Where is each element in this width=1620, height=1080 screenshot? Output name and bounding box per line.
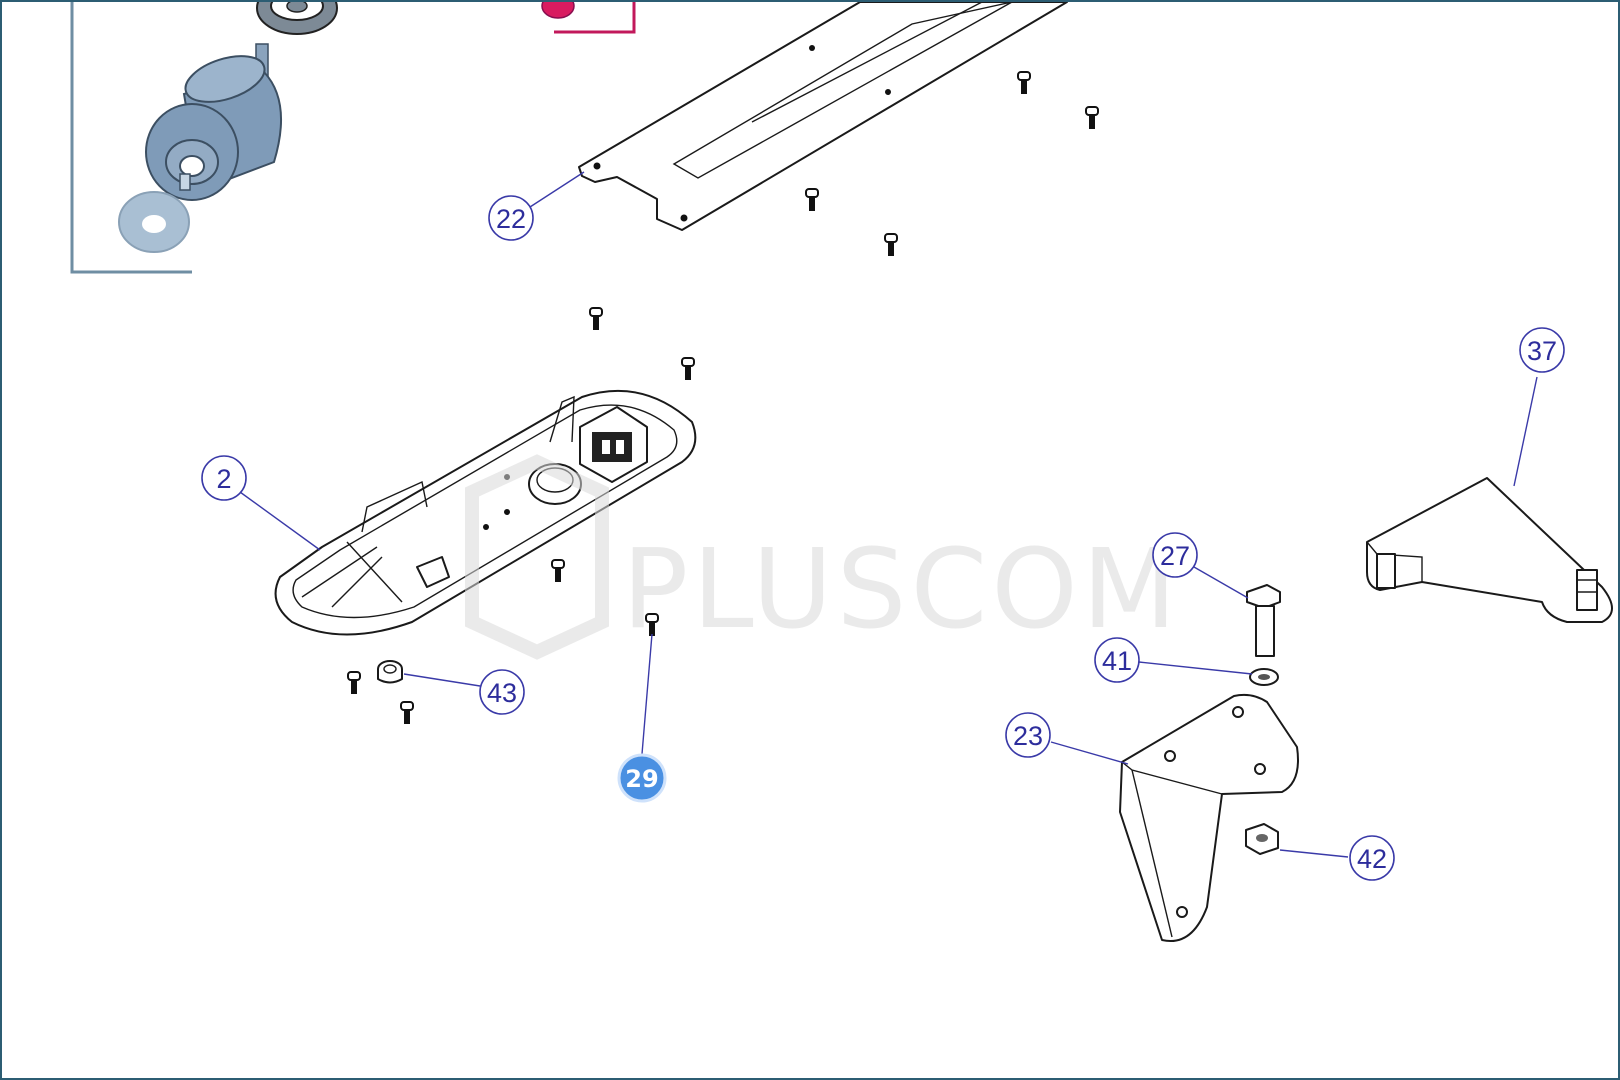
svg-text:2: 2 <box>216 464 231 494</box>
bracket-part[interactable] <box>1119 693 1299 942</box>
screw-icon[interactable] <box>1017 71 1031 94</box>
callout-2[interactable]: 2 <box>201 455 247 501</box>
callout-37[interactable]: 37 <box>1519 327 1565 373</box>
screw-icon[interactable] <box>1085 106 1099 129</box>
screw-icon[interactable] <box>884 233 898 256</box>
screw-icon[interactable] <box>347 671 361 694</box>
bolt-washer-part[interactable] <box>1249 668 1279 686</box>
screw-icon[interactable] <box>805 188 819 211</box>
base-housing-part[interactable] <box>274 389 697 636</box>
watermark: PLUSCOM <box>465 454 1181 660</box>
watermark-text: PLUSCOM <box>622 525 1181 653</box>
screw-icon[interactable] <box>589 307 603 330</box>
callout-43[interactable]: 43 <box>479 669 525 715</box>
washer-part[interactable] <box>118 191 190 253</box>
svg-text:37: 37 <box>1527 336 1557 366</box>
rail-plate-part[interactable] <box>578 2 1068 231</box>
svg-text:42: 42 <box>1357 844 1387 874</box>
connector-block <box>579 406 648 483</box>
screw-icon[interactable] <box>400 701 414 724</box>
svg-text:43: 43 <box>487 678 517 708</box>
highlight-box <box>541 2 636 34</box>
callout-42[interactable]: 42 <box>1349 835 1395 881</box>
callout-41[interactable]: 41 <box>1094 637 1140 683</box>
callout-29-active[interactable]: 29 <box>617 753 667 803</box>
leader-lines <box>239 171 1538 858</box>
screw-icon[interactable] <box>645 613 659 636</box>
callout-27[interactable]: 27 <box>1152 532 1198 578</box>
gear-part[interactable] <box>256 2 338 35</box>
screw-icon[interactable] <box>681 357 695 380</box>
svg-text:23: 23 <box>1013 721 1043 751</box>
screw-icon[interactable] <box>551 559 565 582</box>
svg-text:22: 22 <box>496 204 526 234</box>
motor-part[interactable] <box>145 43 283 201</box>
callout-22[interactable]: 22 <box>488 195 534 241</box>
svg-text:27: 27 <box>1160 541 1190 571</box>
motor-subassembly-box <box>70 2 338 274</box>
callout-23[interactable]: 23 <box>1005 712 1051 758</box>
bushing-part[interactable] <box>377 660 403 684</box>
screw-set <box>347 71 1099 724</box>
nut-part[interactable] <box>1245 823 1279 855</box>
slider-tab <box>416 556 450 588</box>
mounting-bracket-part[interactable] <box>1366 477 1613 623</box>
bolt-part[interactable] <box>1246 584 1281 657</box>
svg-text:29: 29 <box>625 765 658 793</box>
svg-text:41: 41 <box>1102 646 1132 676</box>
